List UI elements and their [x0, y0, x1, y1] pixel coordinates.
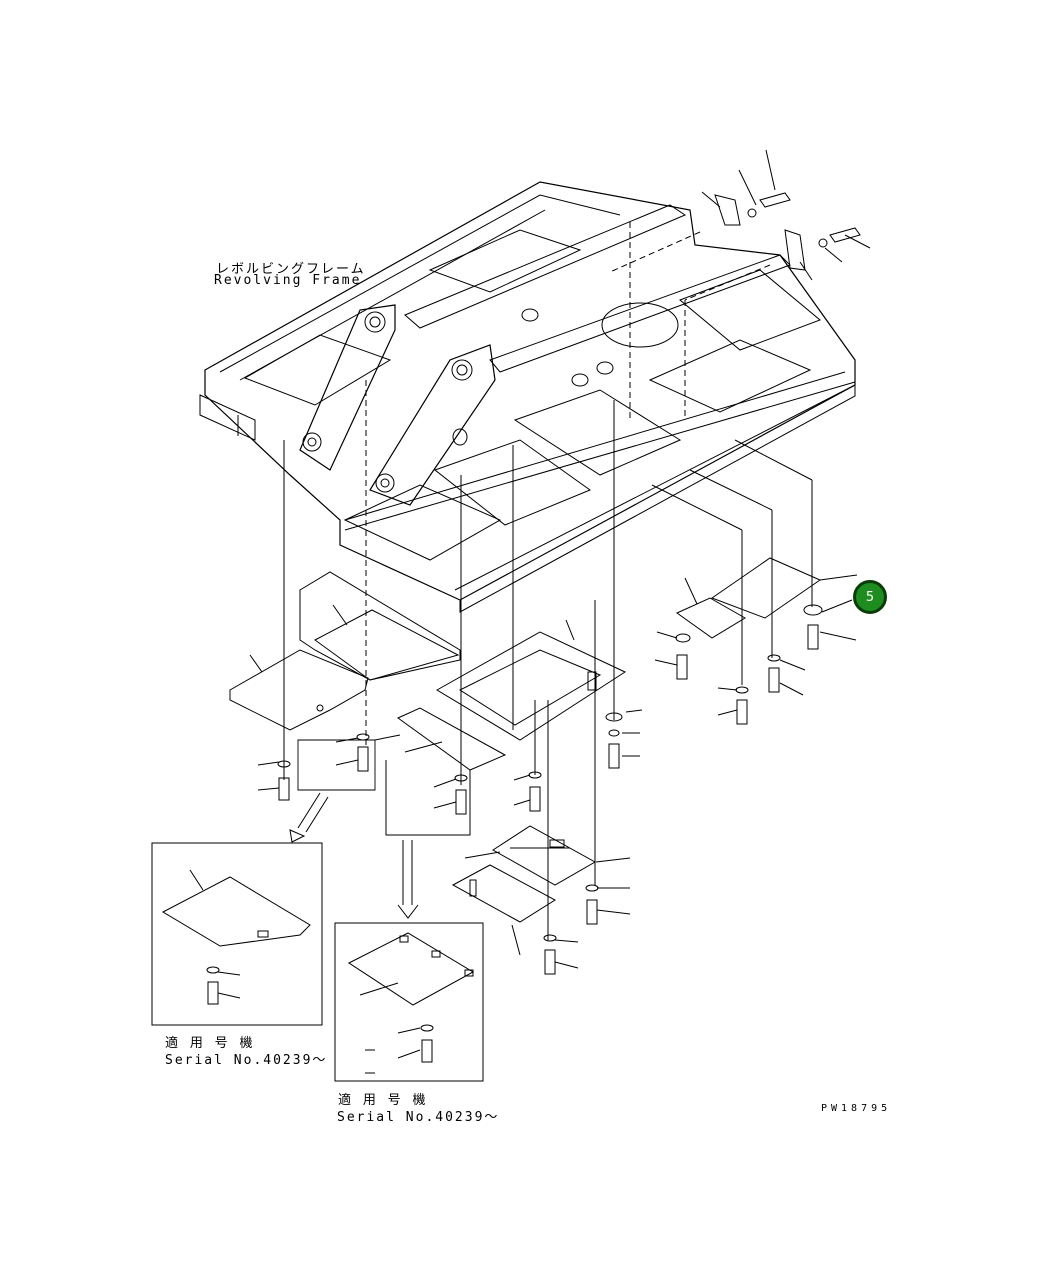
under-covers [229, 557, 822, 956]
inset-left-applicable-label: 適 用 号 機 [165, 1036, 255, 1051]
inset-center-box [334, 922, 484, 1082]
inset-arrows [289, 792, 419, 919]
bolts-and-washers [249, 574, 858, 975]
inset-center-serial-label: Serial No.40239〜 [337, 1110, 500, 1125]
frame-label-english: Revolving Frame [214, 273, 362, 288]
assembly-leader-lines [283, 380, 813, 940]
frame-label-japanese: レボルビングフレーム [216, 262, 366, 277]
inset-left-serial-label: Serial No.40239〜 [165, 1053, 328, 1068]
revolving-frame [199, 149, 871, 613]
part-callout-badge[interactable]: 5 [853, 580, 887, 614]
inset-left-box [151, 842, 323, 1026]
drawing-number: PW18795 [821, 1103, 892, 1114]
inset-center-applicable-label: 適 用 号 機 [338, 1093, 428, 1108]
